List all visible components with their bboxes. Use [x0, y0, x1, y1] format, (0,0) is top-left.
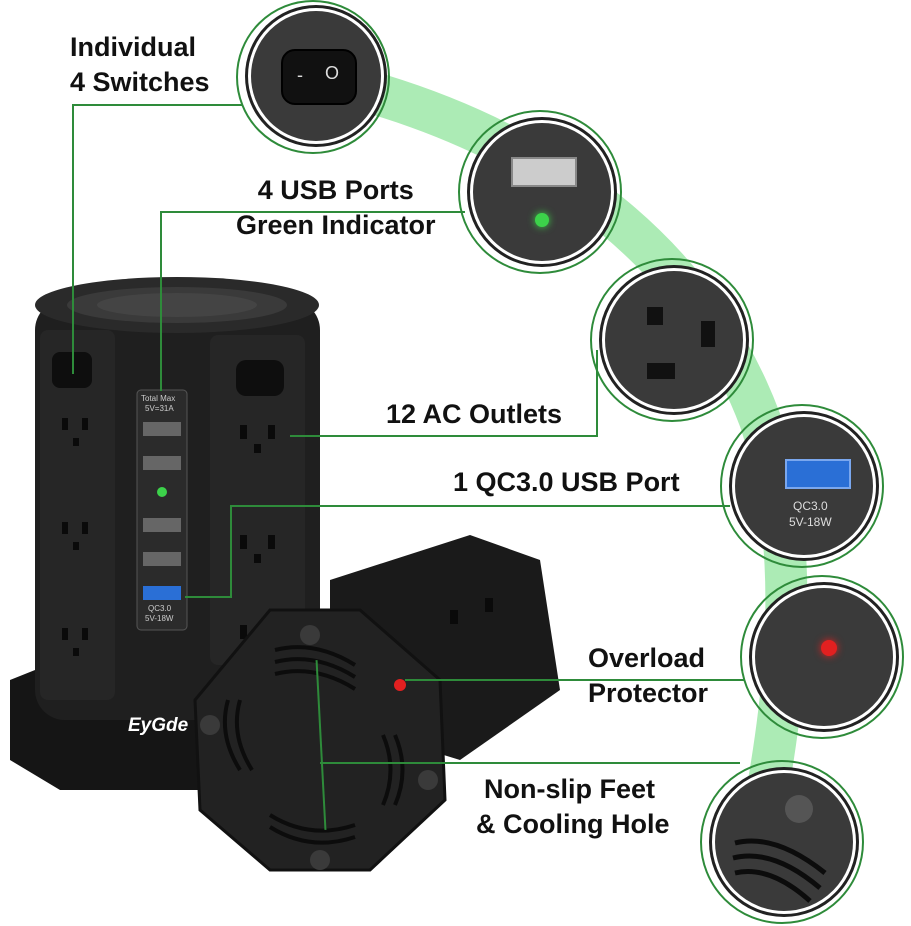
callout-line-ac-h — [290, 435, 598, 437]
zoom-circle-ac — [602, 268, 746, 412]
qc-panel-label-1: QC3.0 — [148, 604, 172, 613]
label-qc: 1 QC3.0 USB Port — [453, 467, 680, 497]
callout-line-qc-h — [230, 505, 730, 507]
zoom-ring-usb — [458, 110, 622, 274]
label-feet-line2: & Cooling Hole — [476, 809, 670, 840]
callout-line-qc-v — [230, 505, 232, 598]
label-overload-line1: Overload — [588, 643, 706, 673]
qc-zoom-label-1: QC3.0 — [793, 499, 828, 513]
callout-line-switch-h — [72, 104, 242, 106]
green-indicator-icon — [535, 213, 549, 227]
label-usb-line2: Green Indicator — [236, 210, 436, 241]
red-indicator-icon — [821, 640, 837, 656]
label-ac: 12 AC Outlets — [386, 399, 563, 429]
outlet-slot-icon — [647, 307, 663, 325]
brand-logo: EyGde — [128, 715, 189, 736]
callout-line-ac-v — [596, 350, 598, 436]
rocker-switch-icon: - O — [281, 49, 357, 105]
label-feet: Non-slip Feet & Cooling Hole — [476, 772, 669, 842]
label-feet-line1: Non-slip Feet — [484, 774, 656, 804]
usb-port-icon — [511, 157, 577, 187]
qc-panel-label-2: 5V-18W — [145, 614, 174, 623]
zoom-ring-qc — [720, 404, 884, 568]
label-overload: Overload Protector — [588, 641, 708, 711]
zoom-circle-feet — [712, 770, 856, 914]
callout-line-qc-h2 — [185, 596, 232, 598]
zoom-circle-usb — [470, 120, 614, 264]
label-usb-line1: 4 USB Ports — [257, 175, 414, 205]
usb-panel-label-2: 5V=31A — [145, 404, 174, 413]
zoom-ring-feet — [700, 760, 864, 924]
zoom-ring-ac — [590, 258, 754, 422]
usb-panel-label-1: Total Max — [141, 394, 176, 403]
callout-line-usb-h — [160, 211, 465, 213]
label-switches-line2: 4 Switches — [70, 67, 210, 98]
callout-line-switch-v — [72, 104, 74, 374]
zoom-circle-qc: QC3.0 5V-18W — [732, 414, 876, 558]
zoom-circle-overload — [752, 585, 896, 729]
zoom-ring-switch — [236, 0, 390, 154]
label-switches-line1: Individual — [70, 32, 197, 62]
zoom-ring-overload — [740, 575, 904, 739]
qc-zoom-label-2: 5V-18W — [789, 515, 832, 529]
callout-line-feet-h — [320, 762, 740, 764]
cooling-vent-icon — [732, 838, 827, 903]
qc-usb-port-icon — [785, 459, 851, 489]
zoom-circle-switch: - O — [248, 8, 384, 144]
outlet-slot-icon — [647, 363, 675, 379]
label-switches: Individual 4 Switches — [70, 30, 210, 100]
outlet-slot-icon — [701, 321, 715, 347]
label-overload-line2: Protector — [588, 678, 709, 709]
label-usb: 4 USB Ports Green Indicator — [236, 173, 436, 243]
callout-line-usb-v — [160, 211, 162, 391]
foot-pad-icon — [785, 795, 813, 823]
callout-line-overload — [405, 679, 745, 681]
